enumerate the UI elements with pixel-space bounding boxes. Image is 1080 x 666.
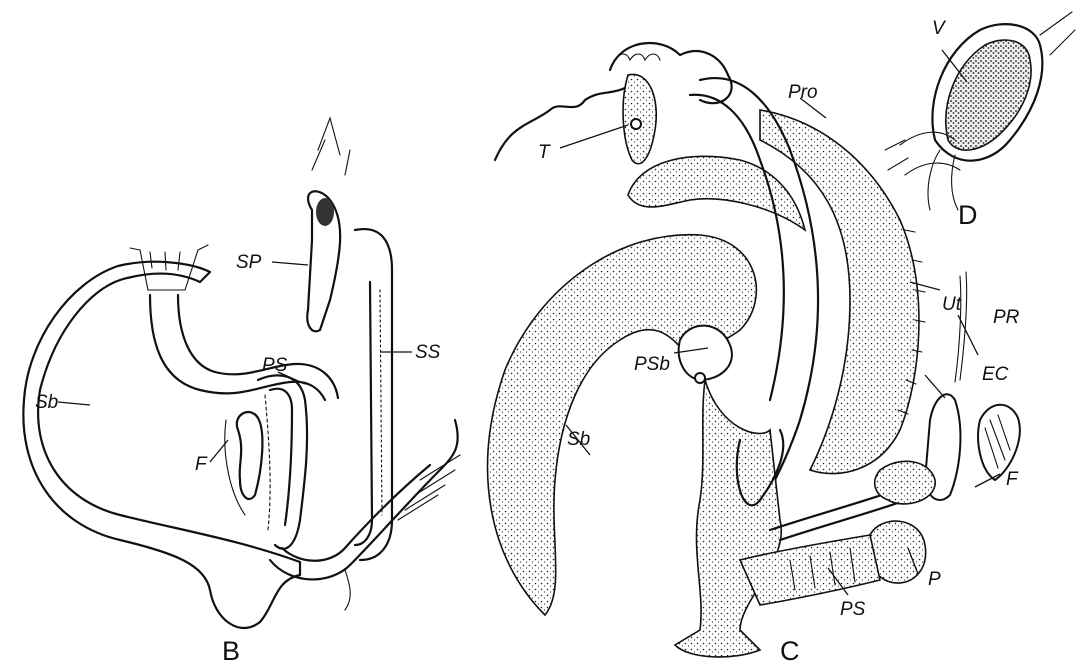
label-c-psb: PSb [634,354,670,375]
b-flagellum [237,412,263,499]
label-c-pr: PR [993,307,1020,328]
label-d-v: V [932,18,947,39]
c-vagina [675,380,781,657]
label-b-ps: PS [262,355,288,376]
label-b-f: F [195,454,208,475]
c-albumen-lobe [628,156,805,230]
label-c-sb: Sb [567,429,590,450]
panel-label-d: D [958,200,978,230]
b-seminal-sac [355,229,392,560]
panel-d-drawing [885,12,1075,210]
label-c-pro: Pro [788,82,818,103]
panel-b-drawing [23,118,460,628]
label-b-ss: SS [415,342,441,363]
label-c-p: P [928,569,941,590]
c-talon [623,74,656,163]
panel-label-c: C [780,636,800,666]
b-spermathecal-bursa [23,262,300,628]
label-c-f: F [1006,469,1019,490]
label-c-ut: Ut [942,294,962,315]
label-b-sp: SP [236,252,262,273]
label-c-t: T [538,142,551,163]
panel-label-b: B [222,636,240,666]
label-c-ps: PS [840,599,866,620]
label-b-sb: Sb [35,392,58,413]
label-c-ec: EC [982,364,1009,385]
c-penial-sac-bulb [679,326,732,380]
panel-c-drawing [488,43,1020,657]
